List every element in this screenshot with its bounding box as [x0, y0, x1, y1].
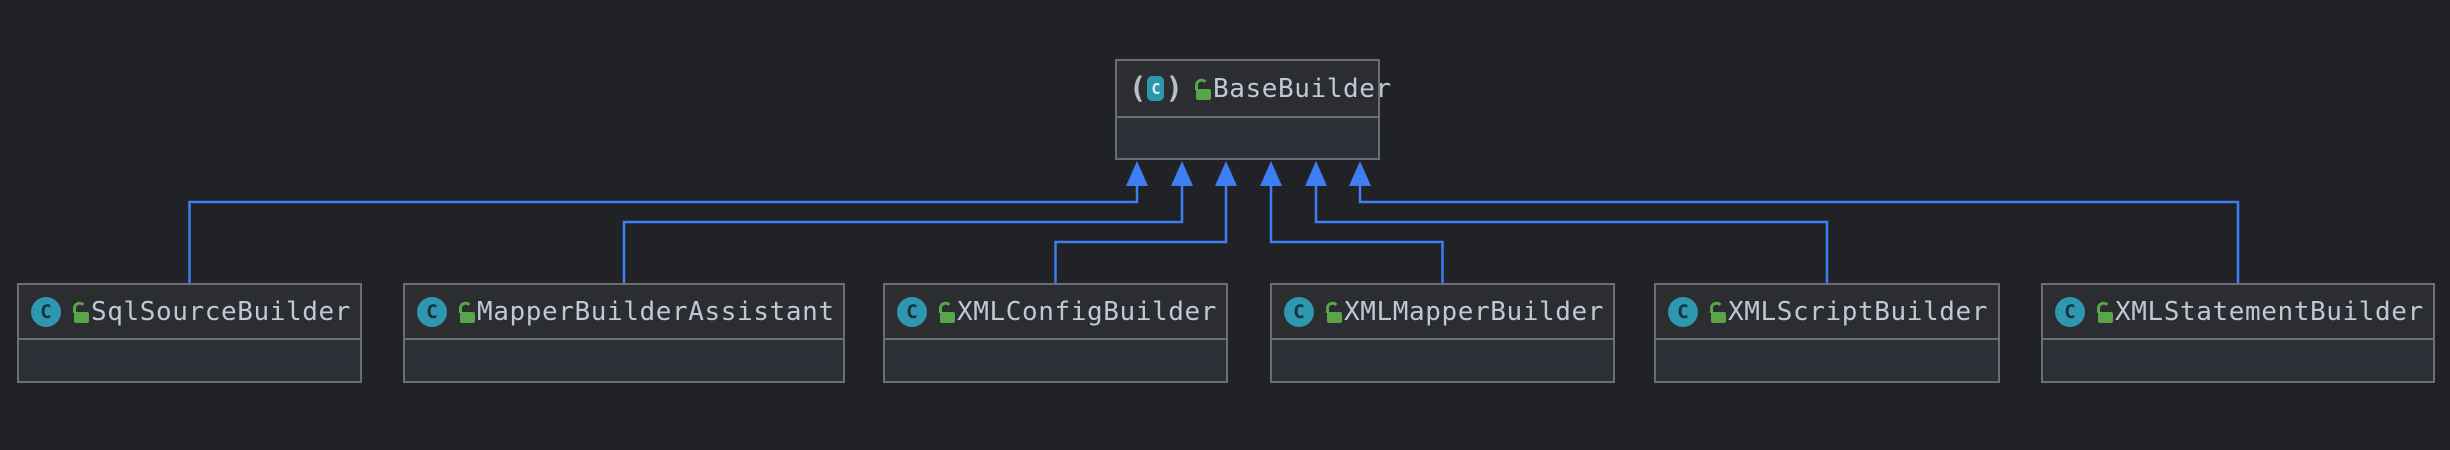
class-letter-badge: C [2055, 296, 2085, 327]
class-node-body [405, 340, 843, 381]
class-letter-badge: C [1147, 76, 1165, 101]
class-node-mapperbuilderassistant[interactable]: ( C ) MapperBuilderAssistant [403, 283, 845, 383]
class-icon: ( C ) [2055, 296, 2085, 327]
inheritance-arrowhead [1349, 161, 1371, 186]
class-name: BaseBuilder [1212, 73, 1392, 104]
class-letter-badge: C [897, 296, 927, 327]
inheritance-arrowhead [1305, 161, 1327, 186]
class-node-body [1656, 340, 1998, 381]
class-node-xmlscriptbuilder[interactable]: ( C ) XMLScriptBuilder [1654, 283, 2000, 383]
class-node-body [1272, 340, 1613, 381]
class-node-header: ( C ) MapperBuilderAssistant [405, 285, 843, 340]
unlocked-padlock-icon [1194, 78, 1211, 100]
class-node-xmlmapperbuilder[interactable]: ( C ) XMLMapperBuilder [1270, 283, 1615, 383]
inheritance-arrowhead [1126, 161, 1148, 186]
class-node-header: ( C ) XMLMapperBuilder [1272, 285, 1613, 340]
abstract-class-icon: ( C ) [1129, 71, 1183, 105]
inheritance-edge-xmlscriptbuilder [1314, 186, 1829, 283]
class-icon: ( C ) [897, 296, 927, 327]
inheritance-edge-xmlstatementbuilder [1358, 186, 2240, 283]
class-node-sqlsourcebuilder[interactable]: ( C ) SqlSourceBuilder [17, 283, 362, 383]
unlocked-padlock-icon [459, 301, 475, 323]
abstract-paren-close: ) [1165, 71, 1183, 105]
class-letter-badge: C [1668, 296, 1698, 327]
inheritance-arrowhead [1171, 161, 1193, 186]
class-node-basebuilder[interactable]: ( C ) BaseBuilder [1115, 59, 1391, 160]
inheritance-edge-xmlconfigbuilder [1054, 186, 1228, 283]
class-node-header: ( C ) XMLConfigBuilder [885, 285, 1226, 340]
class-node-body [1117, 118, 1378, 158]
class-name: XMLMapperBuilder [1344, 296, 1605, 327]
class-letter-badge: C [1284, 296, 1314, 327]
unlocked-padlock-icon [73, 301, 89, 323]
inheritance-arrowhead [1215, 161, 1237, 186]
class-name: SqlSourceBuilder [91, 296, 352, 327]
class-node-header: ( C ) XMLScriptBuilder [1656, 285, 1998, 340]
inheritance-arrowhead [1260, 161, 1282, 186]
class-icon: ( C ) [31, 296, 61, 327]
class-icon: ( C ) [1668, 296, 1698, 327]
class-node-body [19, 340, 360, 381]
class-node-header: ( C ) BaseBuilder [1117, 61, 1391, 118]
class-name: XMLStatementBuilder [2115, 296, 2424, 327]
class-node-body [2043, 340, 2433, 381]
class-node-body [885, 340, 1226, 381]
class-node-xmlstatementbuilder[interactable]: ( C ) XMLStatementBuilder [2041, 283, 2435, 383]
abstract-paren-open: ( [1129, 71, 1147, 105]
class-icon: ( C ) [417, 296, 447, 327]
class-name: MapperBuilderAssistant [477, 296, 835, 327]
class-node-header: ( C ) XMLStatementBuilder [2043, 285, 2433, 340]
class-letter-badge: C [417, 296, 447, 327]
class-icon: ( C ) [1284, 296, 1314, 327]
class-node-header: ( C ) SqlSourceBuilder [19, 285, 360, 340]
class-letter-badge: C [31, 296, 61, 327]
unlocked-padlock-icon [1326, 301, 1342, 323]
unlocked-padlock-icon [1710, 301, 1726, 323]
class-name: XMLConfigBuilder [957, 296, 1218, 327]
unlocked-padlock-icon [2097, 301, 2113, 323]
inheritance-edge-sqlsourcebuilder [188, 186, 1139, 283]
inheritance-edge-xmlmapperbuilder [1269, 186, 1444, 283]
unlocked-padlock-icon [939, 301, 955, 323]
class-name: XMLScriptBuilder [1728, 296, 1989, 327]
class-node-xmlconfigbuilder[interactable]: ( C ) XMLConfigBuilder [883, 283, 1228, 383]
inheritance-edge-mapperbuilderassistant [622, 186, 1184, 283]
